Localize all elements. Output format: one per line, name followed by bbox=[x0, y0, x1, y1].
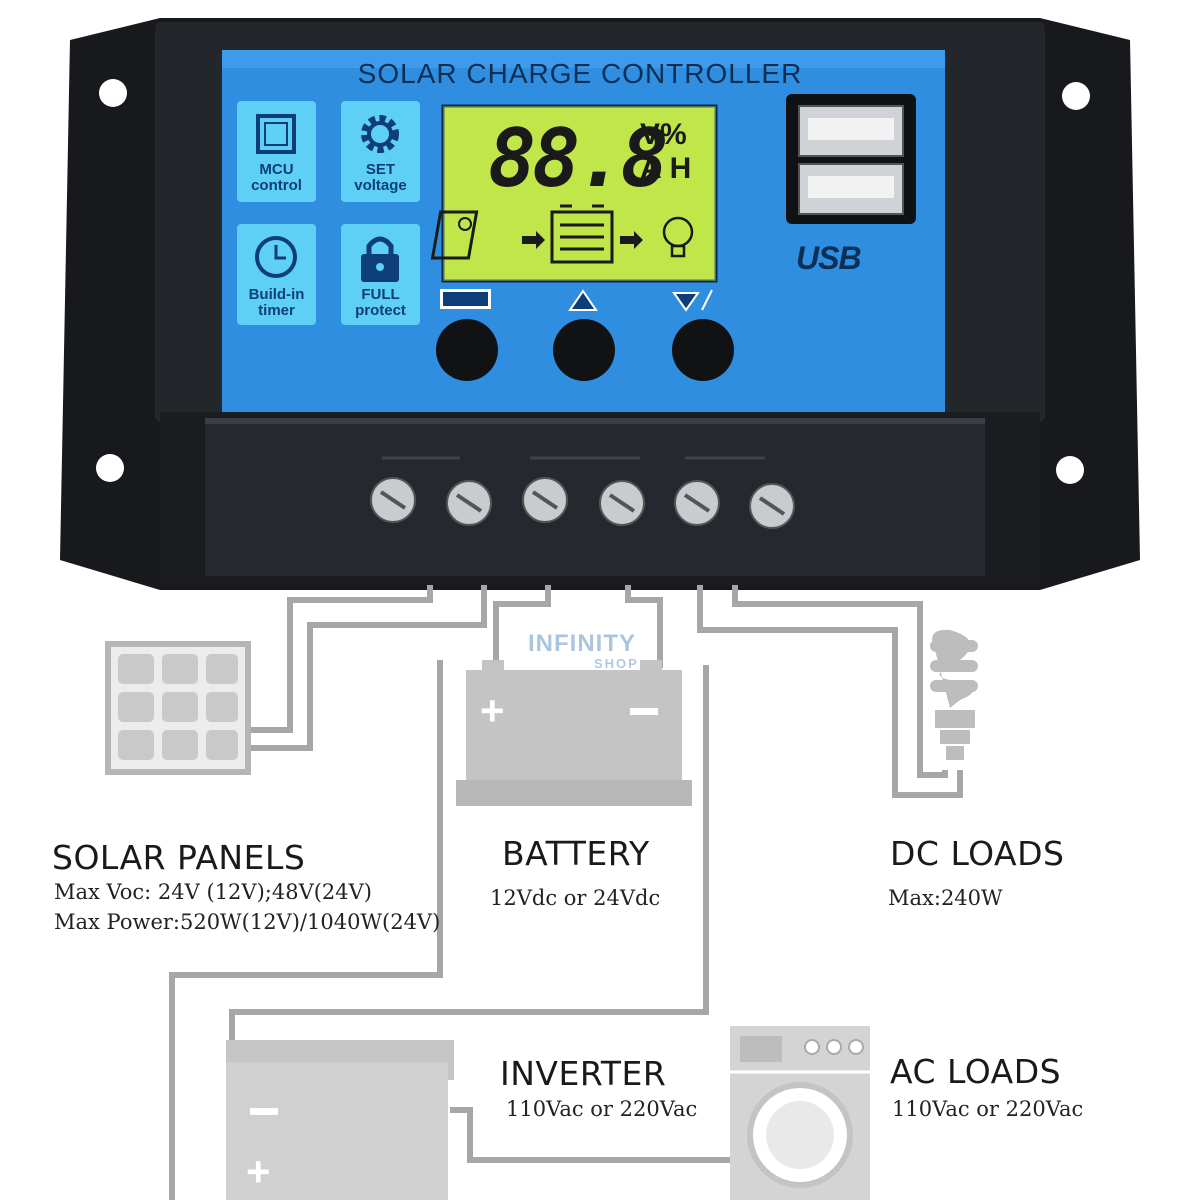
solar-panel-icon bbox=[105, 641, 251, 775]
arrow-icon bbox=[522, 231, 545, 249]
mount-hole-top-right bbox=[1062, 82, 1090, 110]
ac-loads-title: AC LOADS bbox=[890, 1052, 1062, 1091]
solar-panels-power: Max Power:520W(12V)/1040W(24V) bbox=[54, 910, 441, 934]
mount-hole-bottom-right bbox=[1056, 456, 1084, 484]
mount-hole-bottom-left bbox=[96, 454, 124, 482]
up-button[interactable] bbox=[553, 319, 615, 381]
wiring bbox=[169, 585, 963, 1200]
inverter-title: INVERTER bbox=[500, 1054, 667, 1093]
usb-label: USB bbox=[796, 240, 862, 276]
down-button[interactable] bbox=[672, 319, 734, 381]
device-title: SOLAR CHARGE CONTROLLER bbox=[357, 58, 803, 89]
cfl-bulb-icon bbox=[930, 629, 978, 760]
lcd-unit-bottom: AH bbox=[640, 152, 700, 185]
dc-loads-spec: Max:240W bbox=[888, 886, 1003, 910]
lcd-unit-top: V% bbox=[640, 118, 687, 151]
washing-machine-icon bbox=[730, 1026, 870, 1200]
watermark-text: INFINITY bbox=[528, 630, 636, 657]
bulb-icon bbox=[662, 216, 694, 258]
down-arrow-light-icon bbox=[672, 289, 713, 312]
battery-lcd-icon bbox=[550, 204, 614, 264]
menu-button[interactable] bbox=[436, 319, 498, 381]
button-symbols bbox=[440, 289, 713, 312]
lcd-screen bbox=[430, 104, 718, 283]
menu-icon bbox=[440, 289, 491, 309]
ac-loads-spec: 110Vac or 220Vac bbox=[892, 1097, 1084, 1121]
chip-icon bbox=[256, 114, 296, 154]
battery-spec: 12Vdc or 24Vdc bbox=[490, 886, 661, 910]
dc-loads-title: DC LOADS bbox=[890, 834, 1065, 873]
watermark-subtext: SHOP bbox=[594, 656, 639, 671]
battery-plus: + bbox=[480, 687, 505, 734]
arrow-icon bbox=[620, 231, 643, 249]
feature-tiles bbox=[237, 101, 420, 325]
inverter-spec: 110Vac or 220Vac bbox=[506, 1097, 698, 1121]
battery-icon: + bbox=[456, 660, 692, 806]
solar-panels-title: SOLAR PANELS bbox=[52, 838, 306, 877]
usb-ports bbox=[786, 94, 916, 224]
inverter-plus: + bbox=[246, 1148, 271, 1195]
battery-title: BATTERY bbox=[502, 834, 650, 873]
lcd-digits: 88.8 bbox=[488, 112, 669, 205]
lock-icon bbox=[361, 236, 399, 282]
terminal-screws bbox=[370, 477, 795, 529]
gear-icon bbox=[361, 115, 399, 153]
inverter-icon: + bbox=[226, 1040, 454, 1200]
up-arrow-icon bbox=[568, 289, 598, 311]
clock-icon bbox=[255, 236, 297, 278]
mount-hole-top-left bbox=[99, 79, 127, 107]
sun-panel-icon bbox=[430, 210, 479, 260]
solar-panels-voc: Max Voc: 24V (12V);48V(24V) bbox=[54, 880, 373, 904]
